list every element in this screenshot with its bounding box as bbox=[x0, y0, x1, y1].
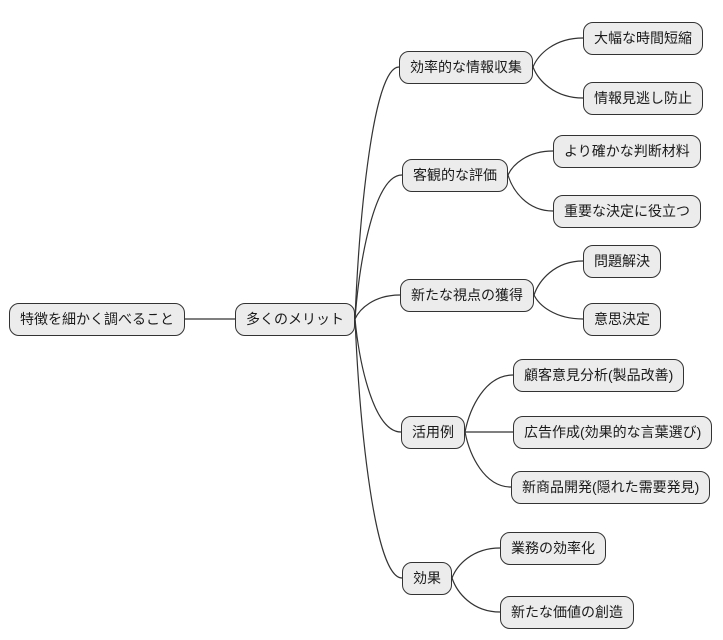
mindmap-node-b4: 活用例 bbox=[401, 415, 465, 449]
edge-b5-b5l1 bbox=[451, 547, 501, 579]
edge-b3-b3l1 bbox=[533, 260, 584, 296]
edge-b4-b4l1 bbox=[464, 374, 514, 433]
mindmap-node-b2l1: より確かな判断材料 bbox=[553, 134, 701, 168]
edge-merit-b1 bbox=[354, 66, 400, 320]
mindmap-node-b2: 客観的な評価 bbox=[402, 158, 508, 192]
edge-b1-b1l1 bbox=[532, 37, 584, 68]
edge-b2-b2l2 bbox=[507, 174, 554, 212]
edge-merit-b3 bbox=[354, 294, 401, 320]
mindmap-node-b3l2: 意思決定 bbox=[583, 302, 661, 336]
edge-b3-b3l2 bbox=[533, 294, 584, 320]
mindmap-node-b2l2: 重要な決定に役立つ bbox=[553, 194, 701, 228]
mindmap-node-b4l3: 新商品開発(隠れた需要発見) bbox=[511, 470, 711, 504]
mindmap-node-b5: 効果 bbox=[402, 561, 452, 595]
mindmap-node-b1l1: 大幅な時間短縮 bbox=[583, 21, 703, 55]
mindmap-node-b1: 効率的な情報収集 bbox=[399, 50, 533, 84]
mindmap-node-b4l1: 顧客意見分析(製品改善) bbox=[513, 358, 685, 392]
edge-merit-b5 bbox=[354, 318, 403, 579]
edge-b4-b4l3 bbox=[464, 431, 512, 488]
mindmap-node-b4l2: 広告作成(効果的な言葉選び) bbox=[513, 415, 713, 449]
mindmap-node-b5l1: 業務の効率化 bbox=[500, 531, 606, 565]
edge-merit-b2 bbox=[354, 174, 403, 320]
mindmap-node-b3l1: 問題解決 bbox=[583, 244, 661, 278]
edge-b2-b2l1 bbox=[507, 150, 554, 176]
edge-b1-b1l2 bbox=[532, 66, 584, 99]
mindmap-node-b5l2: 新たな価値の創造 bbox=[500, 595, 634, 629]
mindmap-node-merit: 多くのメリット bbox=[235, 302, 355, 336]
edge-b5-b5l2 bbox=[451, 577, 501, 613]
mindmap-node-root: 特徴を細かく調べること bbox=[9, 302, 185, 336]
mindmap-node-b1l2: 情報見逃し防止 bbox=[583, 81, 703, 115]
edge-merit-b4 bbox=[354, 318, 402, 433]
mindmap-node-b3: 新たな視点の獲得 bbox=[400, 278, 534, 312]
